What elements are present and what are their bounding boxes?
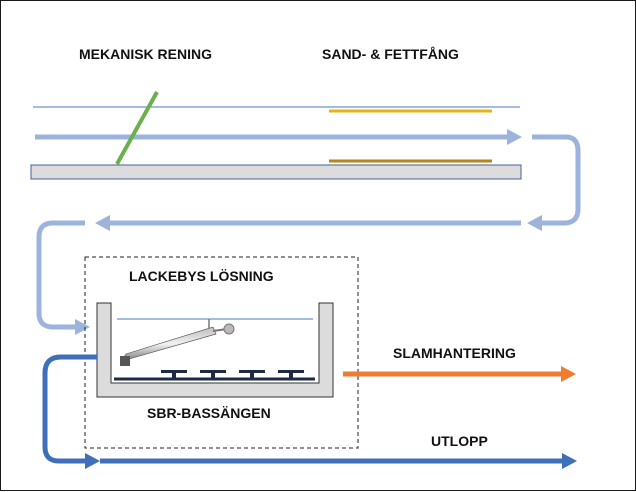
basin-inflow-arrow	[36, 220, 90, 335]
label-solution: LACKEBYS LÖSNING	[129, 268, 274, 284]
aeration-pipe-icon	[120, 319, 235, 366]
sludge-arrow	[343, 366, 576, 382]
label-mechanical: MEKANISK RENING	[79, 46, 212, 62]
label-basin: SBR-BASSÄNGEN	[147, 405, 271, 421]
solution-boundary	[84, 256, 359, 449]
outlet-arrow	[42, 354, 577, 469]
sbr-basin	[96, 302, 334, 398]
label-outlet: UTLOPP	[431, 433, 488, 449]
label-sludge: SLAMHANTERING	[393, 345, 516, 361]
screen-bar-icon	[115, 91, 159, 165]
diffuser-icons	[161, 370, 304, 379]
inflow-arrow	[35, 129, 522, 145]
label-sand-grease: SAND- & FETTFÅNG	[322, 46, 459, 62]
return-flow-arrow	[95, 134, 581, 231]
channel-floor	[30, 164, 522, 180]
